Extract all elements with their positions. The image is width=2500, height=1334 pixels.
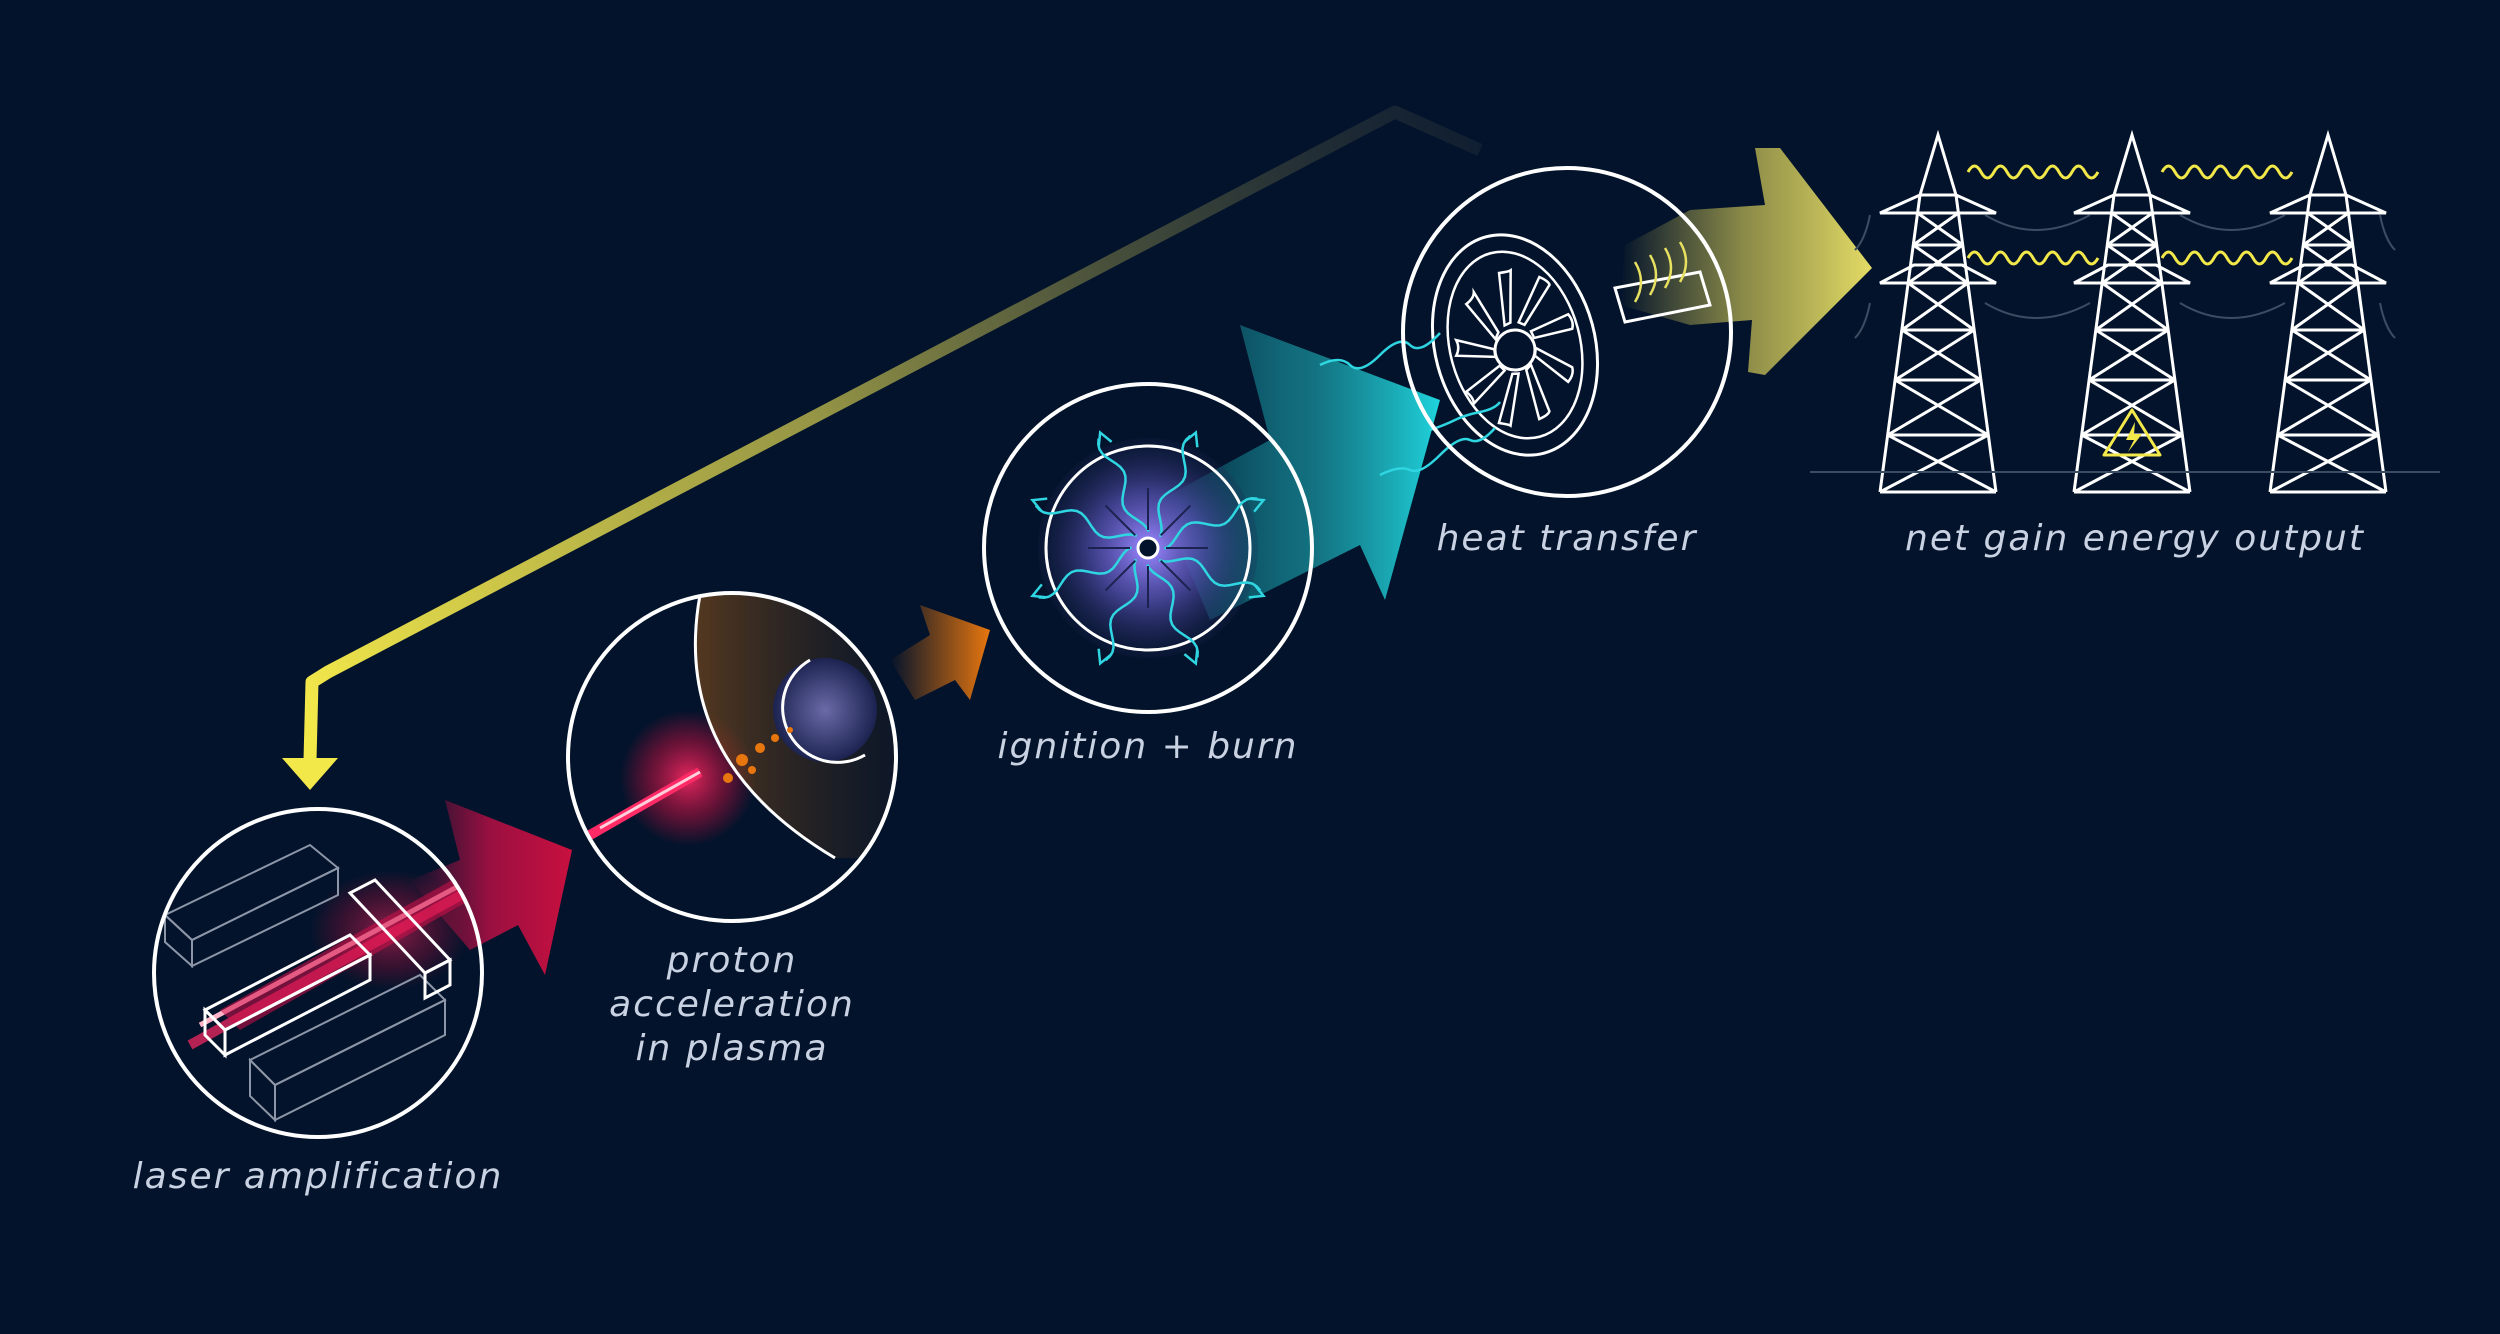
transmission-tower xyxy=(1878,129,1998,494)
label-heat-transfer: heat transfer xyxy=(1437,518,1698,559)
ignition-ray xyxy=(1160,560,1192,592)
wisp-arrowhead xyxy=(1183,648,1199,666)
ignition-wisp xyxy=(1146,563,1199,658)
heat-stage-circle xyxy=(1401,166,1733,498)
stage-net-gain-output: net gain energy output xyxy=(1810,129,2440,559)
wisp-arrowhead xyxy=(1030,583,1048,599)
energy-wave xyxy=(1966,164,2100,180)
ignition-wisp xyxy=(1157,434,1192,538)
turbine-blade xyxy=(1453,338,1497,359)
transmission-tower xyxy=(2072,129,2192,494)
flow-arrow-red xyxy=(410,800,572,975)
stage-heat-transfer: heat transfer xyxy=(1319,166,1733,559)
transmission-towers-icon xyxy=(1878,129,2388,494)
turbine-blade xyxy=(1497,267,1512,328)
turbine-blade xyxy=(1533,346,1574,384)
ignition-ray xyxy=(1160,504,1192,536)
feedback-loop-arrow xyxy=(282,105,1483,790)
stage-proton-acceleration: proton acceleration in plasma xyxy=(566,591,898,1069)
laser-stage-circle xyxy=(152,807,484,1139)
wisp-arrowhead xyxy=(1248,583,1266,599)
stage-ignition-burn: ignition + burn xyxy=(982,382,1314,767)
wisp-arrowhead xyxy=(1097,430,1113,448)
turbine-blade xyxy=(1529,312,1574,340)
label-proton-line-1: proton xyxy=(666,940,798,981)
wisp-arrowhead xyxy=(1097,648,1113,666)
high-voltage-warning-icon xyxy=(2102,408,2162,457)
label-ignition-burn: ignition + burn xyxy=(998,726,1299,767)
ignition-wisp xyxy=(1038,546,1133,599)
energy-wave xyxy=(1966,250,2100,266)
label-laser-amplification: laser amplification xyxy=(133,1156,504,1197)
ignition-burst-icon xyxy=(1030,430,1266,666)
label-proton-line-3: in plasma xyxy=(635,1028,828,1069)
turbine-blade xyxy=(1524,362,1551,421)
turbine-blade xyxy=(1516,275,1551,327)
ignition-ray xyxy=(1104,504,1136,536)
flow-arrow-orange xyxy=(890,605,990,700)
turbine-blade xyxy=(1464,364,1507,408)
flow-arrow-yellow xyxy=(1620,148,1872,375)
power-line-sags xyxy=(1810,214,2440,473)
wisp-arrowhead xyxy=(1030,497,1048,513)
turbine-icon xyxy=(1319,233,1712,477)
label-net-gain-output: net gain energy output xyxy=(1905,518,2365,559)
proton-target-icon xyxy=(587,594,896,860)
ignition-wisp xyxy=(1163,497,1258,550)
wisp-arrowhead xyxy=(1183,430,1199,448)
ignition-wisp xyxy=(1097,438,1150,533)
proton-stage-circle xyxy=(566,591,898,923)
energy-wave xyxy=(2160,250,2294,266)
energy-wave xyxy=(2160,164,2294,180)
turbine-blade xyxy=(1464,287,1500,342)
ignition-stage-circle xyxy=(982,382,1314,714)
ignition-wisp xyxy=(1034,504,1138,539)
ignition-ray xyxy=(1104,560,1136,592)
ignition-wisp xyxy=(1158,557,1262,592)
turbine-blade xyxy=(1497,372,1521,428)
energy-waves xyxy=(1966,164,2294,266)
laser-amplifier-icon xyxy=(163,843,473,1123)
label-proton-line-2: acceleration xyxy=(609,984,855,1025)
ignition-wisp xyxy=(1104,558,1139,662)
transmission-tower xyxy=(2268,129,2388,494)
stage-laser-amplification: laser amplification xyxy=(133,807,504,1197)
wisp-arrowhead xyxy=(1248,497,1266,513)
